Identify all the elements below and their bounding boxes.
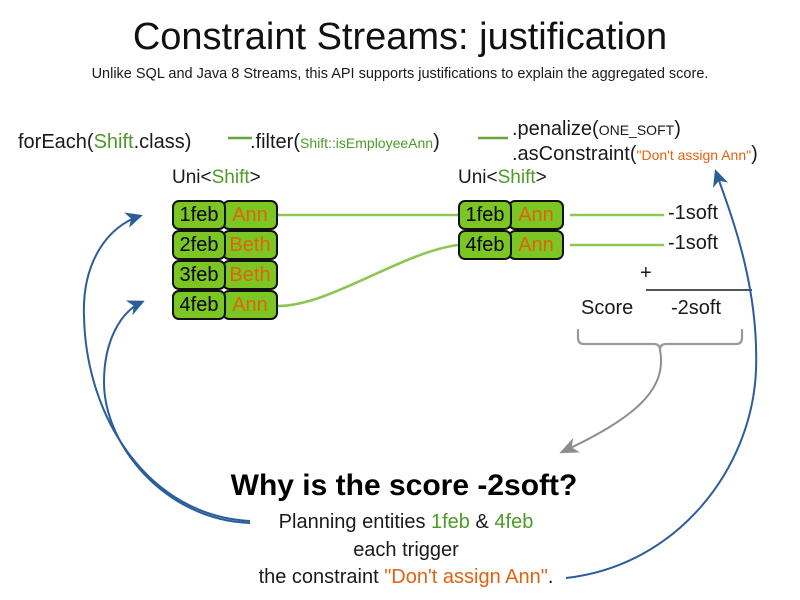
uni-caption-right: Uni<Shift> <box>458 167 547 189</box>
shift-date: 1feb <box>458 200 512 230</box>
page-title: Constraint Streams: justification <box>132 16 668 58</box>
uni-caption-right-suffix: > <box>535 167 547 188</box>
uni-caption-left: Uni<Shift> <box>172 167 261 189</box>
shift-employee: Beth <box>222 230 278 260</box>
code-as-constraint-arg: "Don't assign Ann" <box>636 147 752 163</box>
sum-operator: + <box>640 262 652 284</box>
shift-date: 4feb <box>172 290 226 320</box>
explanation-heading: Why is the score -2soft? <box>230 469 578 502</box>
sum-divider <box>646 289 752 291</box>
shift-employee: Ann <box>508 230 564 260</box>
code-filter-prefix: .filter( <box>250 131 300 153</box>
shift-employee: Ann <box>508 200 564 230</box>
table-row[interactable]: 4feb Ann <box>458 230 564 260</box>
uni-caption-left-type: Shift <box>211 167 250 188</box>
shift-employee: Ann <box>222 290 278 320</box>
shift-date: 4feb <box>458 230 512 260</box>
explanation-entity-b: 4feb <box>494 511 534 533</box>
shift-employee: Beth <box>222 260 278 290</box>
shift-date: 1feb <box>172 200 226 230</box>
code-foreach-prefix: forEach( <box>18 131 94 153</box>
uni-caption-left-suffix: > <box>249 167 261 188</box>
code-penalize-prefix: .penalize( <box>512 118 599 140</box>
score-label: Score <box>581 297 634 319</box>
code-foreach-type: Shift <box>93 131 134 153</box>
explanation-line-3-after: . <box>547 566 554 588</box>
shift-employee: Ann <box>222 200 278 230</box>
table-row[interactable]: 1feb Ann <box>172 200 278 230</box>
table-row[interactable]: 4feb Ann <box>172 290 278 320</box>
explanation-amp: & <box>469 511 495 533</box>
explanation-line-2: each trigger <box>353 539 459 561</box>
code-penalize-suffix: ) <box>674 118 681 140</box>
explanation-entity-a: 1feb <box>431 511 470 533</box>
table-row[interactable]: 2feb Beth <box>172 230 278 260</box>
code-foreach: forEach(Shift.class) <box>18 131 191 154</box>
stream-line-4feb <box>277 243 459 308</box>
table-row[interactable]: 3feb Beth <box>172 260 278 290</box>
uni-caption-right-type: Shift <box>497 167 536 188</box>
shift-date: 2feb <box>172 230 226 260</box>
uni-caption-right-prefix: Uni< <box>458 167 498 188</box>
code-filter: .filter(Shift::isEmployeeAnn) <box>250 131 440 154</box>
code-filter-arg: Shift::isEmployeeAnn <box>300 135 434 151</box>
code-penalize-arg: ONE_SOFT <box>598 122 675 138</box>
code-as-constraint-suffix: ) <box>751 143 758 165</box>
explanation-line-3: the constraint "Don't assign Ann". <box>0 566 800 589</box>
code-foreach-suffix: .class) <box>133 131 192 153</box>
table-row[interactable]: 1feb Ann <box>458 200 564 230</box>
score-explanation-arrow <box>559 349 663 454</box>
penalty-value-1: -1soft <box>668 202 719 224</box>
code-filter-suffix: ) <box>433 131 440 153</box>
score-total-value: -2soft <box>671 297 722 319</box>
code-penalize: .penalize(ONE_SOFT) <box>512 118 681 141</box>
score-brace <box>576 328 744 351</box>
uni-caption-left-prefix: Uni< <box>172 167 212 188</box>
explanation-line-3-before: the constraint <box>258 566 385 588</box>
page-subtitle: Unlike SQL and Java 8 Streams, this API … <box>91 66 709 82</box>
code-as-constraint-prefix: .asConstraint( <box>512 143 637 165</box>
explanation-line-1: Planning entities 1feb & 4feb <box>0 511 800 534</box>
shift-date: 3feb <box>172 260 226 290</box>
penalty-value-2: -1soft <box>668 232 719 254</box>
explanation-line-1-before: Planning entities <box>278 511 431 533</box>
code-as-constraint: .asConstraint("Don't assign Ann") <box>512 143 758 166</box>
explanation-constraint-name: "Don't assign Ann" <box>384 566 548 588</box>
